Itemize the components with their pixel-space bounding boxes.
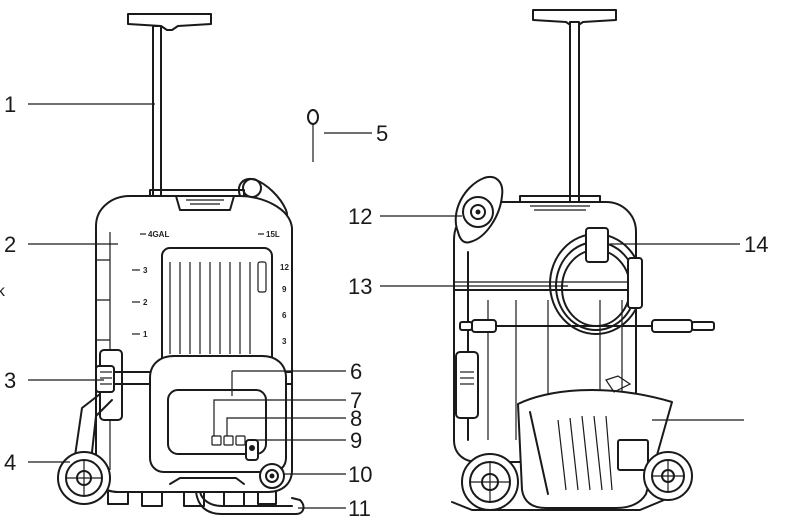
callout-10: 10 bbox=[348, 462, 372, 487]
hose-reel-side-rear bbox=[454, 176, 504, 244]
capacity-gal-label: 4GAL bbox=[148, 230, 169, 239]
detached-part-5 bbox=[307, 109, 319, 162]
grille-slots bbox=[169, 261, 267, 354]
accessory-tray-rear bbox=[517, 375, 673, 509]
callout-4: 4 bbox=[4, 450, 16, 475]
l-level-9: 9 bbox=[282, 285, 287, 294]
callout-13: 13 bbox=[348, 274, 372, 299]
callout-1: 1 bbox=[4, 92, 16, 117]
callout-11: 11 bbox=[348, 496, 371, 521]
callout-8: 8 bbox=[350, 406, 362, 431]
l-level-6: 6 bbox=[282, 311, 287, 320]
wheel-left-rear bbox=[461, 453, 519, 511]
callout-12: 12 bbox=[348, 204, 372, 229]
callout-3: 3 bbox=[4, 368, 16, 393]
callout-2: 2 bbox=[4, 232, 16, 257]
front-view: 4GAL 15L 3 2 1 12 9 6 3 bbox=[57, 13, 319, 515]
side-latch-rear bbox=[455, 351, 479, 419]
gal-level-2: 2 bbox=[143, 298, 148, 307]
side-latch-front bbox=[95, 349, 123, 421]
gal-level-3: 3 bbox=[143, 266, 148, 275]
wheel-frame-front bbox=[57, 393, 113, 505]
callout-7: 7 bbox=[350, 388, 362, 413]
spray-wand-rear bbox=[459, 319, 715, 333]
tray-slats bbox=[557, 415, 613, 491]
callout-leaders bbox=[28, 103, 744, 509]
gal-level-1: 1 bbox=[143, 330, 148, 339]
wheel-right-rear bbox=[643, 451, 693, 501]
control-buttons bbox=[211, 435, 259, 461]
l-level-3: 3 bbox=[282, 337, 287, 346]
capacity-markings: 4GAL 15L 3 2 1 12 9 6 3 bbox=[132, 230, 289, 346]
base-handle-front bbox=[169, 477, 305, 515]
capacity-l-label: 15L bbox=[266, 230, 280, 239]
outlet-port-front bbox=[259, 463, 285, 489]
tank-body-front: 4GAL 15L 3 2 1 12 9 6 3 bbox=[95, 189, 293, 507]
callout-14: 14 bbox=[744, 232, 768, 257]
callout-6: 6 bbox=[350, 359, 362, 384]
callout-labels: 1 2 3 4 5 6 7 8 9 10 11 12 13 14 ok bbox=[0, 92, 768, 521]
partial-label-text: ok bbox=[0, 283, 6, 300]
telescopic-handle-front bbox=[127, 13, 212, 197]
hose-coil-rear bbox=[549, 227, 643, 335]
l-level-12: 12 bbox=[280, 263, 289, 272]
callout-9: 9 bbox=[350, 428, 362, 453]
callout-5: 5 bbox=[376, 121, 388, 146]
rear-view bbox=[451, 9, 715, 511]
